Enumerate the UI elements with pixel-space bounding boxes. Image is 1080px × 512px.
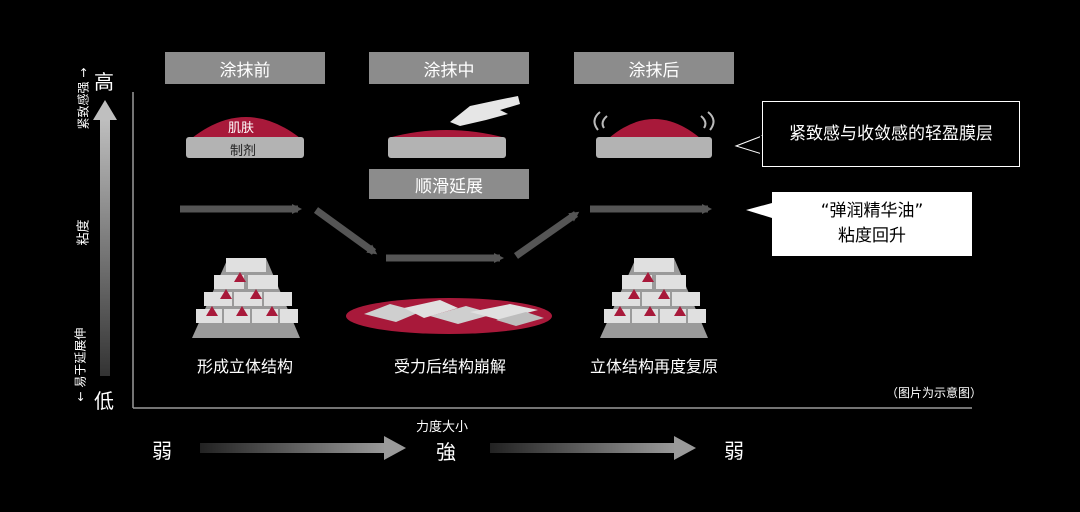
tight-feel-text: 紧致感与收敛感的轻盈膜层	[789, 123, 993, 144]
during-illustration	[388, 96, 520, 158]
y-axis-arrow	[93, 100, 117, 376]
tight-feel-callout: 紧致感与收敛感的轻盈膜层	[762, 101, 1020, 167]
viscosity-callout-line1: “弹润精华油”	[820, 201, 924, 221]
viscosity-callout: “弹润精华油” 粘度回升	[772, 192, 972, 256]
pyramid-left	[192, 258, 300, 338]
product-label: 制剂	[230, 144, 257, 159]
x-axis-title: 力度大小	[416, 420, 469, 435]
stage-before-label: 涂抹前	[219, 60, 271, 81]
y-axis-low: 低	[94, 389, 114, 413]
stage-after-label: 涂抹后	[628, 60, 680, 81]
before-illustration	[186, 117, 304, 158]
caption-form-structure: 形成立体结构	[196, 357, 293, 376]
pyramid-right	[600, 258, 708, 338]
x-axis-strong: 強	[436, 440, 456, 464]
force-arrows	[200, 436, 696, 460]
caption-structure-collapse: 受力后结构崩解	[393, 357, 506, 376]
illustration-note: （图片为示意图）	[886, 386, 983, 400]
smooth-spread-box: 顺滑延展	[369, 169, 529, 199]
stage-after-box: 涂抹后	[574, 52, 734, 84]
smooth-spread-label: 顺滑延展	[415, 176, 483, 197]
stage-before-box: 涂抹前	[165, 52, 325, 84]
y-axis-high: 高	[94, 70, 114, 94]
caption-structure-reform: 立体结构再度复原	[589, 357, 718, 376]
stage-during-label: 涂抹中	[423, 60, 475, 81]
skin-label: 肌肤	[228, 121, 255, 136]
x-axis-weak-right: 弱	[724, 439, 744, 463]
after-illustration	[593, 111, 715, 158]
viscosity-callout-line2: 粘度回升	[838, 226, 906, 246]
flow-arrows	[180, 204, 712, 263]
y-axis-top-note: 紧致感强 →	[76, 67, 91, 130]
y-axis-title: 粘度	[76, 219, 92, 246]
hand-icon	[450, 96, 520, 126]
stage-during-box: 涂抹中	[369, 52, 529, 84]
x-axis-weak-left: 弱	[152, 439, 172, 463]
collapsed-structure	[346, 298, 552, 334]
y-axis-bottom-note: ← 易于延展伸	[73, 327, 88, 402]
